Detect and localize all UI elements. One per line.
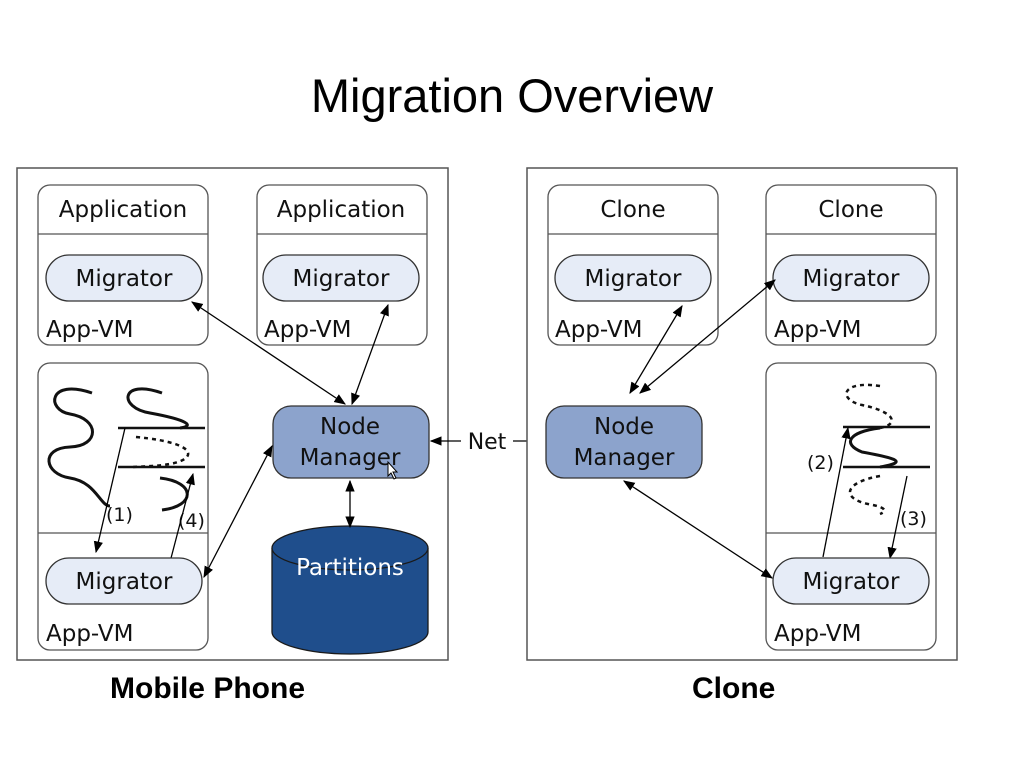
arrow-step-4 xyxy=(169,472,195,563)
clone-node-manager-line1: Node xyxy=(594,414,654,440)
clone-step-2: (2) xyxy=(807,452,834,474)
mobile-phone-caption: Mobile Phone xyxy=(110,672,305,705)
phone-app1-vm-label: App-VM xyxy=(46,317,133,343)
clone-threads-migrator-label: Migrator xyxy=(803,569,900,595)
partitions-label: Partitions xyxy=(296,555,404,581)
clone-app2-migrator-label: Migrator xyxy=(803,266,900,292)
phone-app1-migrator-label: Migrator xyxy=(76,266,173,292)
clone-app2-migrator xyxy=(772,254,930,302)
arrow-step-1 xyxy=(93,427,126,554)
clone-threads-app-vm: (2) (3) Migrator App-VM xyxy=(765,362,937,651)
phone-app2-title: Application xyxy=(277,197,406,223)
phone-threads-vm-label: App-VM xyxy=(46,621,133,647)
arrow-clone2-to-node-manager xyxy=(639,279,776,394)
clone-thread-dotted-top xyxy=(845,383,893,430)
phone-app1-title: Application xyxy=(59,197,188,223)
arrow-step-2 xyxy=(822,426,851,558)
phone-step-1: (1) xyxy=(106,504,133,526)
thread-squiggle-2 xyxy=(126,387,189,430)
phone-app2-migrator xyxy=(262,254,420,302)
phone-app-vm-1: Application Migrator App-VM xyxy=(37,184,209,346)
phone-node-manager-line2: Manager xyxy=(300,445,401,471)
phone-threads-migrator-label: Migrator xyxy=(76,569,173,595)
net-label: Net xyxy=(468,430,507,455)
phone-node-manager-line1: Node xyxy=(320,414,380,440)
mouse-cursor-icon xyxy=(387,460,399,480)
clone-thread-dotted-bottom xyxy=(848,474,886,516)
clone-thread-solid xyxy=(849,426,898,469)
clone-panel: Clone Migrator App-VM Clone Migrator App… xyxy=(526,167,958,661)
arrow-clone-threads-to-node-manager xyxy=(623,480,773,579)
phone-app2-vm-label: App-VM xyxy=(264,317,351,343)
clone-node-manager-line2: Manager xyxy=(574,445,675,471)
clone-app-vm-2: Clone Migrator App-VM xyxy=(765,184,937,346)
mobile-phone-panel: Application Migrator App-VM Application … xyxy=(16,167,449,661)
phone-threads-app-vm: (1) (4) Migrator App-VM xyxy=(37,362,209,651)
phone-node-manager: Node Manager xyxy=(272,405,430,479)
clone-app1-vm-label: App-VM xyxy=(555,317,642,343)
phone-app1-migrator xyxy=(45,254,203,302)
clone-app1-title: Clone xyxy=(600,197,665,223)
page-title: Migration Overview xyxy=(310,69,714,122)
clone-threads-migrator xyxy=(772,557,930,605)
clone-node-manager: Node Manager xyxy=(545,405,703,479)
phone-threads-migrator xyxy=(45,557,203,605)
arrow-step-3 xyxy=(887,475,908,560)
clone-app2-vm-label: App-VM xyxy=(774,317,861,343)
clone-caption: Clone xyxy=(692,672,776,705)
clone-app1-migrator-label: Migrator xyxy=(585,266,682,292)
phone-app-vm-2: Application Migrator App-VM xyxy=(256,184,428,346)
arrow-threads-to-node-manager xyxy=(203,444,273,579)
phone-step-4: (4) xyxy=(178,510,205,532)
thread-squiggle-1 xyxy=(47,387,111,508)
clone-threads-vm-label: App-VM xyxy=(774,621,861,647)
arrow-app2-to-node-manager xyxy=(351,303,389,406)
clone-app-vm-1: Clone Migrator App-VM xyxy=(547,184,719,346)
clone-step-3: (3) xyxy=(900,508,927,530)
clone-app2-title: Clone xyxy=(818,197,883,223)
partitions-cylinder: Partitions xyxy=(271,525,429,655)
arrow-app1-to-node-manager xyxy=(191,301,346,405)
phone-app2-migrator-label: Migrator xyxy=(293,266,390,292)
